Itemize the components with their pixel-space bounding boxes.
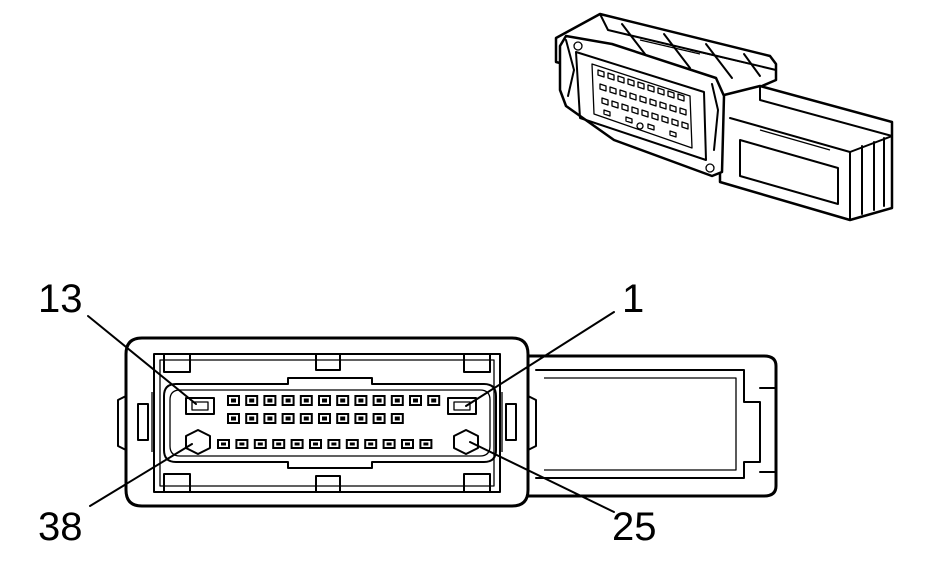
terminal-cavity-opening: [376, 398, 382, 403]
terminal-cavity-opening: [405, 442, 410, 446]
terminal-cavity-opening: [358, 398, 364, 403]
terminal-cavity-opening: [303, 398, 309, 403]
isometric-cavity-grid: [597, 69, 689, 138]
terminal-cavity-opening: [358, 416, 364, 421]
terminal-cavity-opening: [285, 398, 291, 403]
cavity-grid: [217, 395, 441, 449]
terminal-cavity-opening: [239, 442, 245, 446]
terminal-cavity-opening: [231, 416, 236, 421]
pin-label-25: 25: [612, 505, 657, 549]
leader-line-1: [465, 311, 615, 407]
terminal-cavity-opening: [331, 442, 337, 446]
terminal-cavity-opening: [294, 442, 300, 446]
terminal-cavity-opening: [431, 398, 437, 403]
terminal-cavity-opening: [221, 442, 226, 446]
terminal-cavity-opening: [267, 416, 273, 421]
terminal-cavity-opening: [322, 398, 327, 403]
terminal-cavity-opening: [249, 416, 255, 421]
leader-line-13: [87, 315, 197, 405]
terminal-cavity-opening: [249, 398, 255, 403]
terminal-cavity-opening: [231, 398, 236, 403]
terminal-cavity-opening: [413, 398, 418, 403]
terminal-cavity-opening: [276, 442, 282, 446]
connector-isometric-view: [554, 12, 894, 222]
terminal-cavity-opening: [394, 416, 400, 421]
terminal-cavity-opening: [313, 442, 318, 446]
pin-label-38: 38: [38, 505, 83, 549]
terminal-cavity-opening: [303, 416, 309, 421]
terminal-cavity-opening: [340, 416, 346, 421]
leader-line-38: [89, 443, 193, 507]
terminal-cavity-opening: [368, 442, 374, 446]
connector-front-view: [117, 336, 778, 508]
terminal-cavity-opening: [423, 442, 429, 446]
pin-label-1: 1: [622, 277, 644, 321]
terminal-cavity-opening: [386, 442, 392, 446]
leader-line-25: [469, 441, 615, 513]
terminal-cavity-opening: [257, 442, 263, 446]
pin-callout-leaders: [87, 311, 615, 513]
terminal-cavity-opening: [376, 416, 382, 421]
terminal-cavity-opening: [349, 442, 355, 446]
pin-label-13: 13: [38, 277, 83, 321]
terminal-cavity-opening: [322, 416, 327, 421]
terminal-cavity-opening: [267, 398, 273, 403]
terminal-cavity-opening: [340, 398, 346, 403]
terminal-cavity-opening: [394, 398, 400, 403]
terminal-cavity-opening: [285, 416, 291, 421]
